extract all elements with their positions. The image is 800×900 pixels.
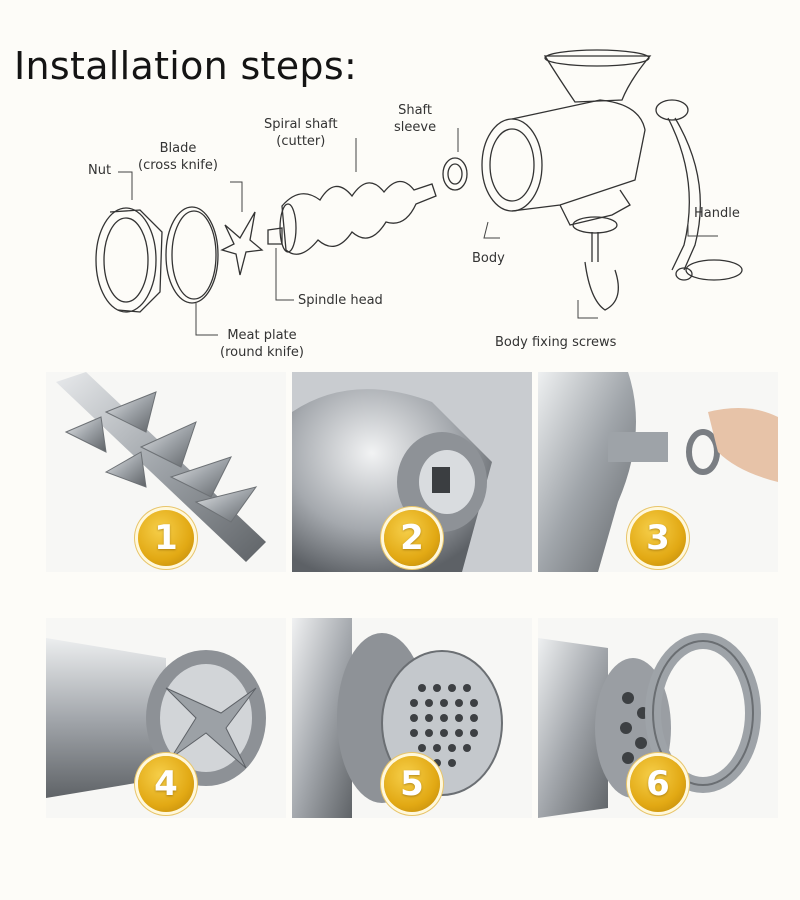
exploded-diagram: Nut Blade (cross knife) Spiral shaft (cu… [0, 0, 800, 370]
label-spiral-line1: Spiral shaft [264, 117, 338, 132]
body-drawing [481, 49, 652, 311]
label-sleeve-line2: sleeve [394, 120, 437, 135]
label-body-fixing-screws: Body fixing screws [495, 335, 617, 350]
label-plate-line2: (round knife) [220, 345, 304, 360]
step-photo-2: 2 [292, 372, 532, 572]
grinder-body-photo [292, 372, 532, 572]
spiral-shaft-drawing [279, 180, 437, 255]
label-spindle-head: Spindle head [298, 293, 383, 308]
step-badge-5: 5 [384, 756, 440, 812]
label-nut: Nut [88, 163, 112, 178]
step-photo-4: 4 [46, 618, 286, 818]
meat-plate-drawing [165, 206, 219, 304]
page-title: Installation steps: [14, 44, 358, 88]
step-badge-4: 4 [138, 756, 194, 812]
label-blade-line1: Blade [159, 141, 197, 156]
nut-drawing [95, 207, 163, 313]
label-blade-line2: (cross knife) [138, 158, 218, 173]
step-badge-3: 3 [630, 510, 686, 566]
label-spiral-shaft: Spiral shaft (cutter) [264, 116, 338, 150]
step-badge-1: 1 [138, 510, 194, 566]
step-photo-6: 6 [538, 618, 778, 818]
spiral-shaft-photo [56, 372, 266, 562]
handle-drawing [655, 99, 743, 281]
label-spiral-line2: (cutter) [276, 134, 326, 149]
step-photo-1: 1 [46, 372, 286, 572]
cross-knife-drawing [220, 211, 264, 276]
label-shaft-sleeve: Shaft sleeve [394, 102, 436, 136]
sleeve-insert-photo [538, 372, 778, 572]
step-photo-5: 5 [292, 618, 532, 818]
step-badge-2: 2 [384, 510, 440, 566]
step-badge-6: 6 [630, 756, 686, 812]
label-plate-line1: Meat plate [227, 328, 297, 343]
blade-install-photo [46, 638, 266, 798]
label-blade: Blade (cross knife) [138, 140, 218, 174]
label-body: Body [472, 251, 505, 266]
label-handle: Handle [694, 206, 740, 221]
shaft-sleeve-drawing [442, 157, 468, 191]
label-meat-plate: Meat plate (round knife) [220, 327, 304, 361]
label-sleeve-line1: Shaft [398, 103, 432, 118]
step-photo-3: 3 [538, 372, 778, 572]
diagram-lines [95, 49, 743, 336]
